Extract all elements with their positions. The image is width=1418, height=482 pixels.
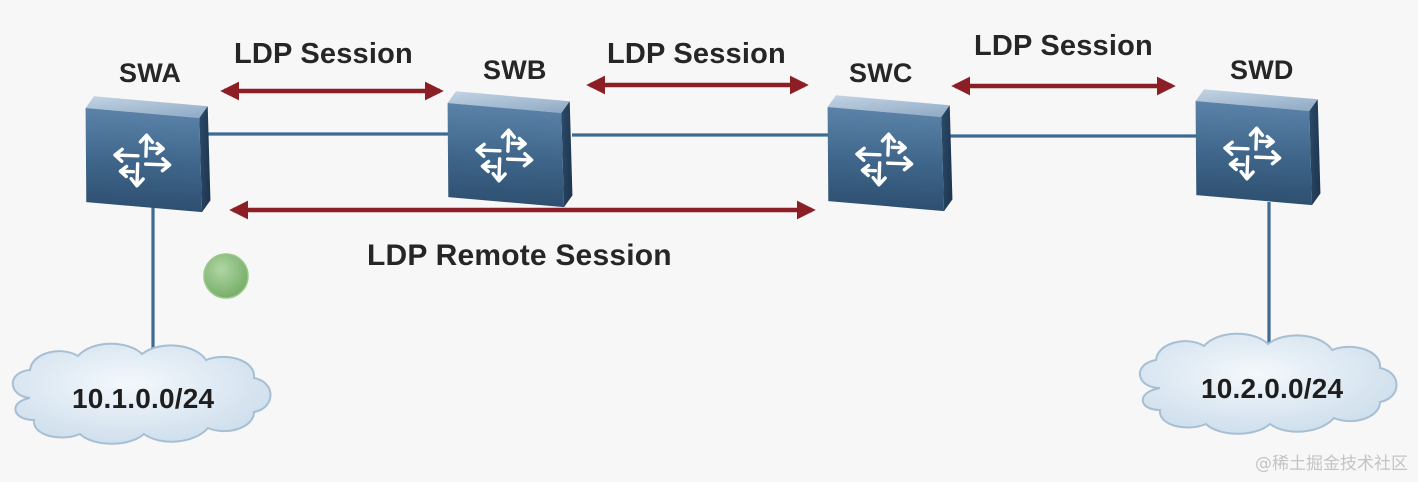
network-label-1: 10.1.0.0/24 bbox=[72, 383, 215, 414]
swd-label: SWD bbox=[1230, 55, 1294, 85]
switch-icon bbox=[447, 91, 573, 208]
swa-label: SWA bbox=[119, 58, 182, 88]
swb-label: SWB bbox=[483, 55, 547, 85]
switch-icon bbox=[827, 95, 953, 212]
switch-icon bbox=[1195, 89, 1321, 206]
network-cloud-2[interactable] bbox=[1138, 332, 1398, 435]
switch-swb[interactable] bbox=[444, 91, 576, 208]
network-cloud-1[interactable] bbox=[11, 342, 272, 445]
marker-dot bbox=[203, 253, 249, 299]
network-label-2: 10.2.0.0/24 bbox=[1201, 373, 1344, 404]
cloud-icon bbox=[1138, 332, 1398, 435]
ldp-session-label-2: LDP Session bbox=[607, 38, 786, 70]
swc-label: SWC bbox=[849, 58, 913, 88]
ldp-session-label-1: LDP Session bbox=[234, 38, 413, 70]
watermark: @稀土掘金技术社区 bbox=[1255, 454, 1408, 474]
ldp-session-label-3: LDP Session bbox=[974, 30, 1153, 62]
switch-swa[interactable] bbox=[82, 96, 214, 213]
switch-swc[interactable] bbox=[824, 95, 956, 212]
switch-swd[interactable] bbox=[1192, 89, 1324, 206]
switch-icon bbox=[85, 96, 211, 213]
ldp-remote-session-label: LDP Remote Session bbox=[367, 239, 672, 272]
cloud-icon bbox=[11, 342, 272, 445]
